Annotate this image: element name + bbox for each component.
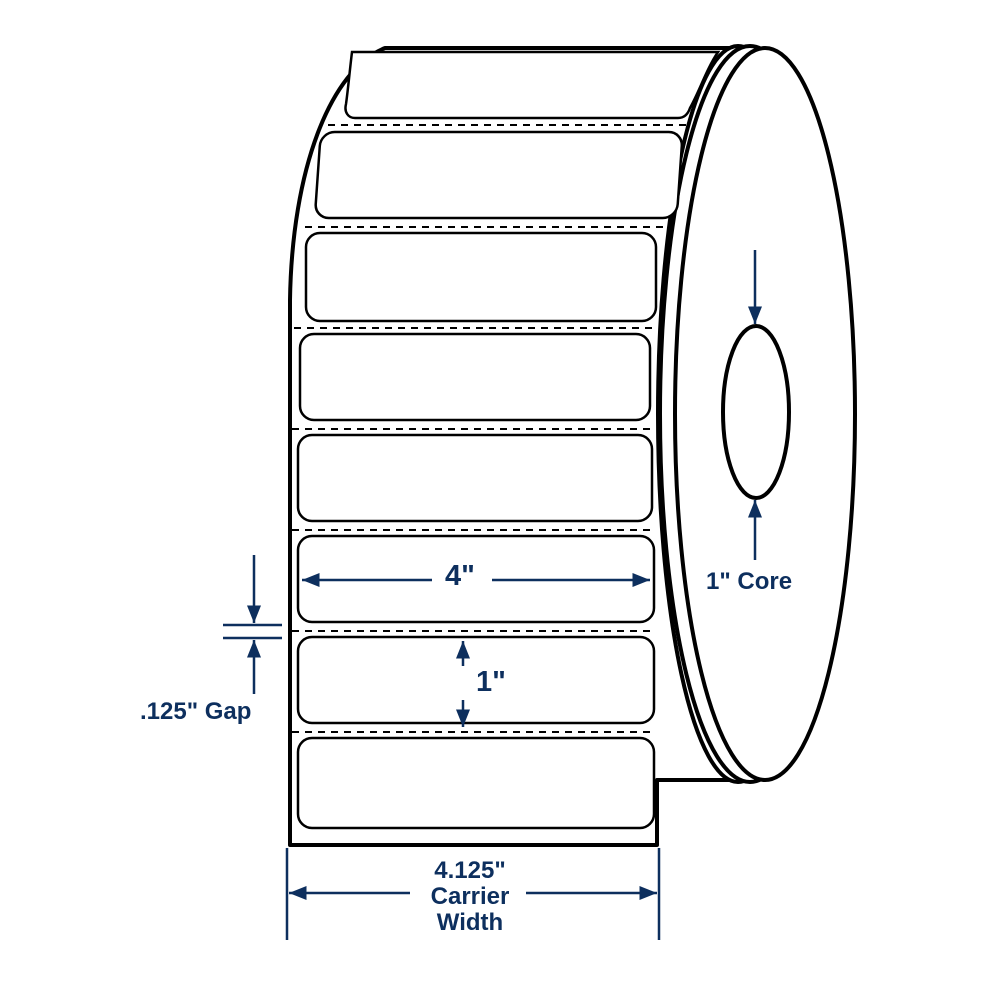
core-hole [721, 324, 791, 500]
carrier-width-line1: Carrier [430, 882, 510, 910]
dimension-lines [223, 250, 762, 940]
perforation-lines [292, 124, 688, 733]
gap-dimension: .125" Gap [140, 698, 252, 725]
label-height-dimension: 1" [476, 666, 506, 698]
labels [296, 50, 721, 830]
carrier-width-value: 4.125" [434, 857, 506, 884]
label-width-dimension: 4" [445, 560, 475, 592]
carrier-width-line2: Width [436, 908, 504, 936]
carrier-width-dimension: 4.125" Carrier Width [400, 858, 540, 936]
core-dimension: 1" Core [706, 568, 793, 595]
